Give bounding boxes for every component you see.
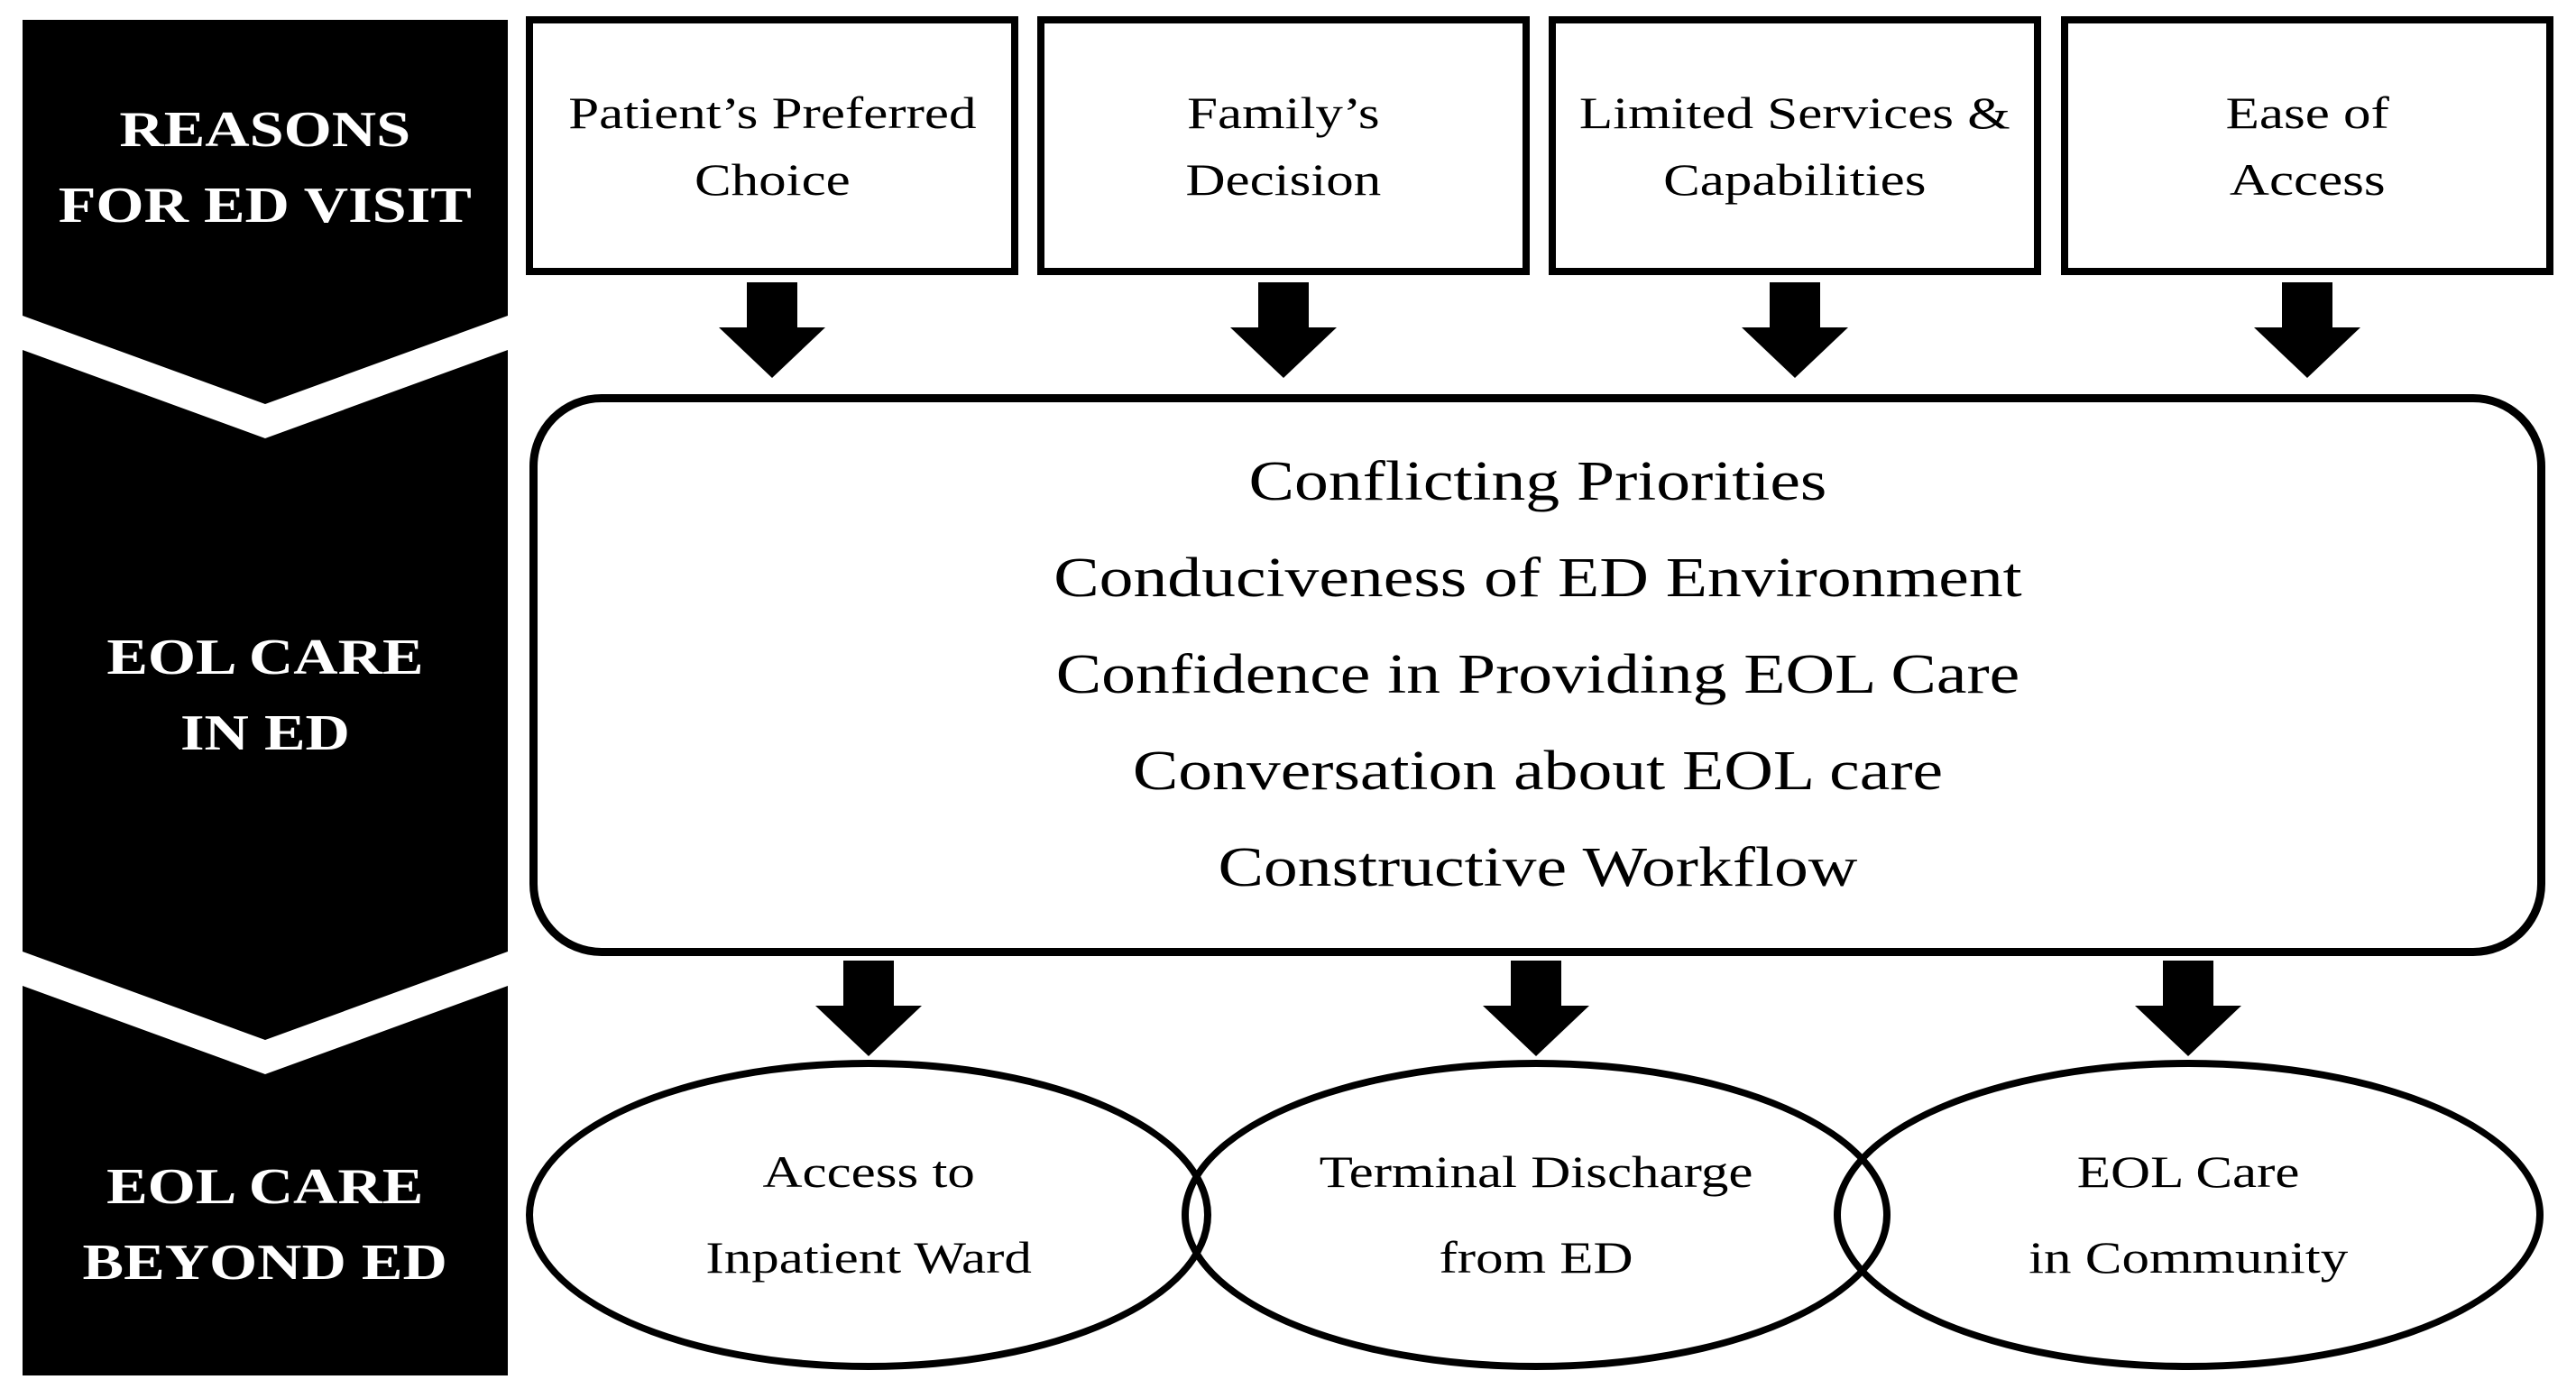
arrow-head xyxy=(1483,1006,1589,1056)
outcome-label: EOL Care in Community xyxy=(2029,1129,2348,1301)
reason-box-label: Family’s Decision xyxy=(1186,79,1382,213)
stage-banner-eol-care-beyond-ed: EOL CARE BEYOND ED xyxy=(23,986,508,1375)
box-label-line: Access xyxy=(2229,153,2386,205)
arrow-head xyxy=(1230,327,1337,378)
outcome-ellipse-eol-care-in-community: EOL Care in Community xyxy=(1834,1060,2544,1370)
arrow-head xyxy=(815,1006,922,1056)
box-label-line: Ease of xyxy=(2225,87,2389,138)
arrow-head xyxy=(2135,1006,2241,1056)
stage-label-line: IN ED xyxy=(180,704,350,761)
ellipse-label-line: Access to xyxy=(762,1146,975,1197)
theme-line: Conversation about EOL care xyxy=(1132,740,1943,802)
reason-box-patients-preferred-choice: Patient’s Preferred Choice xyxy=(526,16,1018,275)
stage-banner-label: REASONS FOR ED VISIT xyxy=(59,92,472,244)
outcome-label: Terminal Discharge from ED xyxy=(1320,1129,1753,1301)
outcome-label: Access to Inpatient Ward xyxy=(705,1129,1032,1301)
outcome-ellipse-terminal-discharge-from-ed: Terminal Discharge from ED xyxy=(1182,1060,1891,1370)
down-arrow xyxy=(719,282,825,378)
theme-line: Conduciveness of ED Environment xyxy=(1053,547,2022,609)
theme-line: Constructive Workflow xyxy=(1218,837,1857,898)
outcome-ellipse-access-to-inpatient-ward: Access to Inpatient Ward xyxy=(526,1060,1211,1370)
ellipse-label-line: from ED xyxy=(1439,1232,1633,1283)
reason-box-label: Patient’s Preferred Choice xyxy=(568,79,976,213)
reason-box-limited-services-capabilities: Limited Services & Capabilities xyxy=(1549,16,2041,275)
ellipse-label-line: in Community xyxy=(2029,1232,2349,1283)
arrow-stem xyxy=(1258,282,1309,327)
reason-box-familys-decision: Family’s Decision xyxy=(1037,16,1530,275)
down-arrow xyxy=(1230,282,1337,378)
reason-box-label: Limited Services & Capabilities xyxy=(1579,79,2010,213)
down-arrow xyxy=(1483,961,1589,1056)
arrow-stem xyxy=(2282,282,2332,327)
stage-banner-eol-care-in-ed: EOL CARE IN ED xyxy=(23,350,508,1040)
stage-label-line: EOL CARE xyxy=(106,1159,424,1215)
down-arrow xyxy=(2254,282,2360,378)
stage-banner-label: EOL CARE IN ED xyxy=(106,620,423,771)
eol-care-in-ed-themes-box: Conflicting Priorities Conduciveness of … xyxy=(529,394,2545,956)
ellipse-label-line: Terminal Discharge xyxy=(1319,1146,1753,1197)
arrow-head xyxy=(719,327,825,378)
arrow-stem xyxy=(1511,961,1561,1006)
box-label-line: Decision xyxy=(1185,153,1382,205)
arrow-head xyxy=(2254,327,2360,378)
box-label-line: Choice xyxy=(694,153,851,205)
down-arrow xyxy=(2135,961,2241,1056)
arrow-stem xyxy=(747,282,797,327)
arrow-stem xyxy=(2163,961,2213,1006)
arrow-stem xyxy=(843,961,894,1006)
stage-label-line: EOL CARE xyxy=(106,629,424,685)
theme-line: Conflicting Priorities xyxy=(1248,451,1826,512)
down-arrow xyxy=(815,961,922,1056)
stage-banner-label: EOL CARE BEYOND ED xyxy=(83,1149,447,1301)
stage-banner-reasons-for-ed-visit: REASONS FOR ED VISIT xyxy=(23,20,508,404)
reason-box-ease-of-access: Ease of Access xyxy=(2061,16,2553,275)
down-arrow xyxy=(1742,282,1848,378)
box-label-line: Family’s xyxy=(1187,87,1380,138)
reason-box-label: Ease of Access xyxy=(2225,79,2388,213)
stage-label-line: FOR ED VISIT xyxy=(58,178,473,234)
stage-label-line: REASONS xyxy=(119,102,411,158)
arrow-head xyxy=(1742,327,1848,378)
stage-label-line: BEYOND ED xyxy=(82,1235,448,1291)
box-label-line: Capabilities xyxy=(1663,153,1927,205)
themes-list: Conflicting Priorities Conduciveness of … xyxy=(1053,434,2021,916)
box-label-line: Limited Services & xyxy=(1579,87,2010,138)
box-label-line: Patient’s Preferred xyxy=(567,87,977,138)
arrow-stem xyxy=(1770,282,1820,327)
ellipse-label-line: EOL Care xyxy=(2077,1146,2300,1197)
ellipse-label-line: Inpatient Ward xyxy=(705,1232,1032,1283)
theme-line: Confidence in Providing EOL Care xyxy=(1055,644,2019,705)
